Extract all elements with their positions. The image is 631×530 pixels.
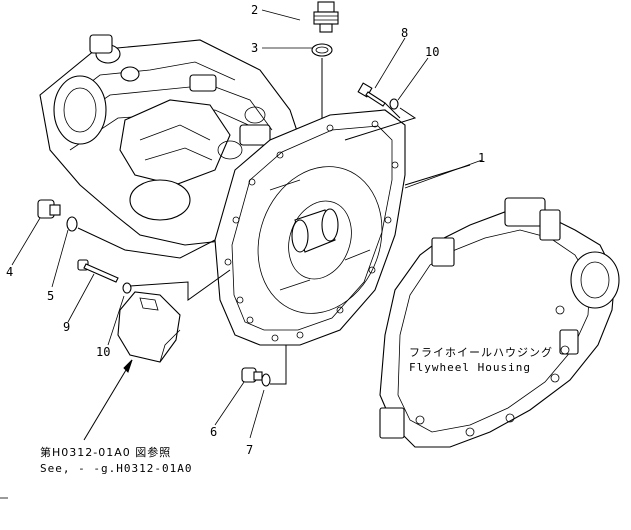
bracket: [117, 291, 181, 363]
callout-10-lower: 10: [96, 345, 110, 359]
reference-en-label: See, - -g.H0312-01A0: [40, 462, 192, 475]
flywheel-housing-en-label: Flywheel Housing: [409, 361, 531, 374]
o-ring: [311, 43, 333, 57]
plug-fitting: [313, 1, 339, 33]
callout-10-upper: 10: [425, 45, 439, 59]
leader-lines: [11, 9, 483, 441]
callout-labels: 1 2 3 4 5 6 7 8 9 10 10: [6, 3, 485, 457]
callout-7: 7: [246, 443, 253, 457]
flywheel-housing-jp-label: フライホイールハウジング: [409, 345, 553, 359]
o-ring-inner: [315, 46, 329, 54]
flywheel-housing: [379, 197, 620, 448]
callout-3: 3: [251, 41, 258, 55]
callout-4: 4: [6, 265, 13, 279]
plug-6: [241, 367, 263, 383]
o-ring-small: [66, 216, 78, 232]
callout-6: 6: [210, 425, 217, 439]
washer-top: [389, 98, 399, 110]
reference-jp-label: 第H0312-01A0 図参照: [40, 445, 171, 459]
callout-1: 1: [478, 151, 485, 165]
callout-8: 8: [401, 26, 408, 40]
bolt-lower: [77, 259, 119, 283]
callout-2: 2: [251, 3, 258, 17]
bolt: [357, 82, 386, 107]
washer-lower: [122, 282, 132, 294]
callout-5: 5: [47, 289, 54, 303]
o-ring-7: [261, 373, 271, 387]
callout-9: 9: [63, 320, 70, 334]
plug: [37, 199, 61, 219]
mounting-plate: [214, 109, 406, 346]
